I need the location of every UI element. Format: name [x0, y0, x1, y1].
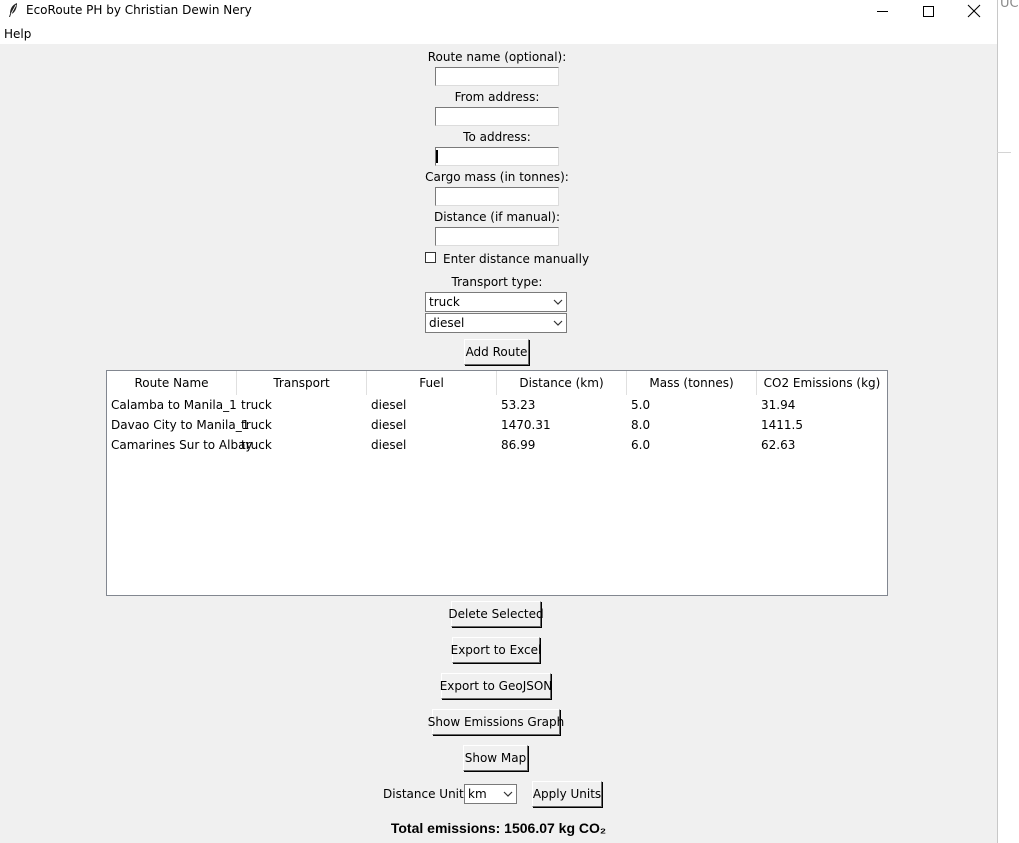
to-address-input[interactable]: [435, 147, 559, 166]
show-emissions-graph-button[interactable]: Show Emissions Graph: [428, 709, 564, 735]
cargo-mass-input[interactable]: [435, 187, 559, 206]
fuel-select-value: diesel: [429, 316, 465, 330]
chevron-down-icon: [553, 320, 563, 326]
menu-help[interactable]: Help: [4, 27, 32, 41]
cell-co2: 31.94: [761, 398, 796, 412]
cell-mass: 8.0: [631, 418, 651, 432]
distance-unit-select[interactable]: km: [464, 784, 517, 804]
background-divider: [997, 152, 1011, 153]
column-header-co2[interactable]: CO2 Emissions (kg): [763, 376, 881, 390]
cell-distance: 86.99: [501, 438, 536, 452]
delete-selected-button[interactable]: Delete Selected: [448, 601, 544, 627]
column-header-distance[interactable]: Distance (km): [497, 371, 627, 395]
cell-distance: 1470.31: [501, 418, 551, 432]
column-header-fuel[interactable]: Fuel: [367, 371, 497, 395]
cell-route-name: Davao City to Manila_1: [111, 418, 250, 432]
column-header-mass[interactable]: Mass (tonnes): [627, 371, 757, 395]
transport-select-value: truck: [429, 295, 460, 309]
apply-units-button[interactable]: Apply Units: [532, 781, 602, 807]
show-map-button[interactable]: Show Map: [463, 745, 528, 771]
table-header: Route Name Transport Fuel Distance (km) …: [107, 371, 887, 395]
table-row[interactable]: Davao City to Manila_1 truck diesel 1470…: [107, 415, 887, 435]
routes-table[interactable]: Route Name Transport Fuel Distance (km) …: [106, 370, 888, 596]
title-bar: EcoRoute PH by Christian Dewin Nery: [0, 0, 997, 22]
feather-icon: [9, 3, 17, 17]
text-cursor: [436, 150, 438, 163]
transport-select[interactable]: truck: [425, 292, 567, 312]
column-header-transport[interactable]: Transport: [237, 371, 367, 395]
from-address-label: From address:: [454, 90, 540, 104]
to-address-label: To address:: [463, 130, 531, 144]
total-emissions: Total emissions: 1506.07 kg CO₂: [390, 820, 607, 836]
close-button[interactable]: [951, 0, 997, 22]
window-title: EcoRoute PH by Christian Dewin Nery: [26, 3, 252, 17]
cell-fuel: diesel: [371, 398, 407, 412]
distance-manual-label: Distance (if manual):: [433, 210, 560, 224]
route-name-label: Route name (optional):: [427, 50, 567, 64]
menu-bar: Help: [0, 22, 997, 44]
close-icon: [967, 4, 981, 18]
app-window: EcoRoute PH by Christian Dewin Nery Help…: [0, 0, 997, 843]
distance-unit-value: km: [468, 787, 487, 801]
cell-route-name: Calamba to Manila_1: [111, 398, 237, 412]
cell-route-name: Camarines Sur to Albay: [111, 438, 253, 452]
cell-co2: 62.63: [761, 438, 796, 452]
add-route-button[interactable]: Add Route: [464, 339, 529, 365]
cell-mass: 5.0: [631, 398, 651, 412]
route-name-input[interactable]: [435, 67, 559, 86]
chevron-down-icon: [553, 299, 563, 305]
manual-distance-checkbox[interactable]: [425, 252, 436, 263]
minimize-icon: [876, 10, 888, 12]
cell-transport: truck: [241, 398, 272, 412]
export-geojson-button[interactable]: Export to GeoJSON: [440, 673, 552, 699]
background-window-text: UC: [1000, 0, 1019, 11]
table-row[interactable]: Camarines Sur to Albay truck diesel 86.9…: [107, 435, 887, 455]
transport-type-label: Transport type:: [451, 275, 543, 289]
table-row[interactable]: Calamba to Manila_1 truck diesel 53.23 5…: [107, 395, 887, 415]
minimize-button[interactable]: [859, 0, 905, 22]
maximize-button[interactable]: [905, 0, 951, 22]
chevron-down-icon: [503, 791, 513, 797]
manual-distance-label[interactable]: Enter distance manually: [443, 252, 590, 266]
cell-transport: truck: [241, 418, 272, 432]
from-address-input[interactable]: [435, 107, 559, 126]
distance-input[interactable]: [435, 227, 559, 246]
background-window-edge: [997, 0, 1011, 843]
distance-unit-label: Distance Unit:: [383, 787, 468, 801]
cell-mass: 6.0: [631, 438, 651, 452]
column-header-route-name[interactable]: Route Name: [107, 371, 237, 395]
cell-distance: 53.23: [501, 398, 536, 412]
cell-co2: 1411.5: [761, 418, 803, 432]
cell-fuel: diesel: [371, 418, 407, 432]
maximize-icon: [922, 5, 934, 17]
cell-fuel: diesel: [371, 438, 407, 452]
cell-transport: truck: [241, 438, 272, 452]
fuel-select[interactable]: diesel: [425, 313, 567, 333]
export-excel-button[interactable]: Export to Excel: [451, 637, 541, 663]
cargo-mass-label: Cargo mass (in tonnes):: [425, 170, 569, 184]
